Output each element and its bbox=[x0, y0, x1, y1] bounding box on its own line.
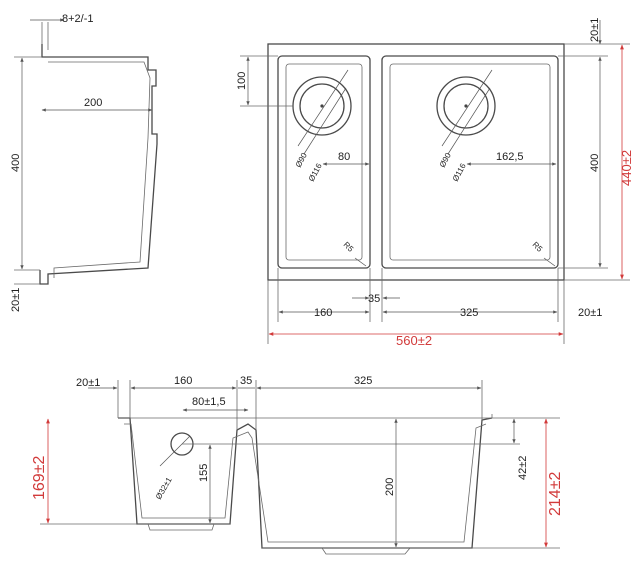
side-top-tolerance: 8+2/-1 bbox=[62, 13, 94, 25]
drain-offset-label: 100 bbox=[236, 72, 248, 90]
side-bottom-offset: 20±1 bbox=[10, 288, 22, 312]
section-small-total-depth: 169±2 bbox=[31, 456, 48, 500]
small-bowl-inner bbox=[285, 63, 363, 261]
right-margin-label: 20±1 bbox=[578, 307, 602, 319]
section-large-depth: 200 bbox=[384, 478, 396, 496]
large-bowl-radius: R5 bbox=[531, 240, 545, 254]
section-large-width: 325 bbox=[354, 375, 372, 387]
section-profile-outer bbox=[118, 417, 493, 549]
overflow-offset-label: 80±1,5 bbox=[192, 396, 226, 408]
small-drain-outer-dia: Ø116 bbox=[307, 161, 324, 182]
top-view-outline bbox=[267, 43, 565, 281]
small-drain-x-label: 80 bbox=[338, 151, 350, 163]
small-bowl-radius: R5 bbox=[342, 240, 356, 254]
section-rim-depth: 42±2 bbox=[517, 456, 529, 480]
section-small-depth: 155 bbox=[198, 464, 210, 482]
top-margin-label: 20±1 bbox=[589, 18, 601, 42]
large-bowl-inner bbox=[389, 63, 551, 261]
section-large-total-depth: 214±2 bbox=[547, 472, 564, 516]
large-drain-x-label: 162,5 bbox=[496, 151, 524, 163]
top-view: Ø90 Ø116 80 R5 Ø90 Ø116 162,5 R5 100 20±… bbox=[236, 18, 634, 348]
overflow-diameter-label: Ø32±1 bbox=[154, 475, 174, 501]
small-drain-inner bbox=[299, 83, 345, 129]
large-width-label: 325 bbox=[460, 307, 478, 319]
section-gap: 35 bbox=[240, 375, 252, 387]
large-drain-outer-dia: Ø116 bbox=[451, 161, 468, 182]
side-width-label: 200 bbox=[84, 97, 102, 109]
gap-label: 35 bbox=[368, 293, 380, 305]
large-drain-outer bbox=[436, 76, 496, 136]
side-profile-inner bbox=[48, 61, 151, 278]
section-small-width: 160 bbox=[174, 375, 192, 387]
small-bowl-outline bbox=[277, 55, 371, 269]
total-width-label: 560±2 bbox=[396, 333, 432, 348]
large-drain-inner bbox=[443, 83, 489, 129]
large-bowl-outline bbox=[381, 55, 559, 269]
section-left-margin: 20±1 bbox=[76, 377, 100, 389]
total-height-label: 440±2 bbox=[619, 150, 634, 186]
section-view: Ø32±1 80±1,5 20±1 160 35 325 155 200 42±… bbox=[31, 375, 564, 555]
side-view: 8+2/-1 200 400 20±1 bbox=[10, 13, 158, 312]
large-drain-inner-dia: Ø90 bbox=[438, 151, 453, 169]
section-profile-inner bbox=[124, 423, 487, 543]
inner-height-label: 400 bbox=[589, 154, 601, 172]
side-height-label: 400 bbox=[10, 154, 22, 172]
small-drain-inner-dia: Ø90 bbox=[294, 151, 309, 169]
side-profile-outer bbox=[39, 44, 158, 285]
small-width-label: 160 bbox=[314, 307, 332, 319]
